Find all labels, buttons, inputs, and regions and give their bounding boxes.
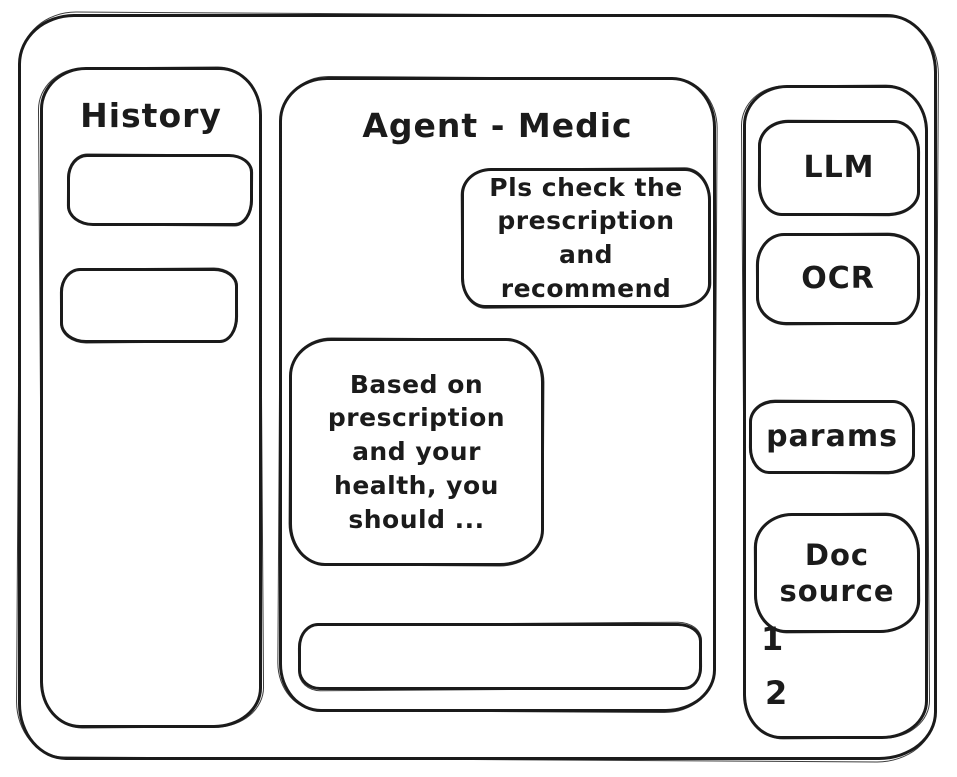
history-panel: History (40, 67, 262, 728)
params-button[interactable]: params (749, 400, 915, 474)
history-item[interactable] (60, 268, 238, 343)
ocr-button[interactable]: OCR (756, 233, 920, 325)
llm-button[interactable]: LLM (758, 120, 920, 216)
user-message-text: Pls check the prescription and recommend (489, 172, 683, 303)
app-frame: History Agent - Medic Pls check the pres… (18, 14, 937, 760)
history-title: History (80, 96, 222, 135)
history-item[interactable] (67, 154, 253, 226)
user-message-bubble: Pls check the prescription and recommend (461, 168, 711, 308)
agent-message-text: Based on prescription and your health, y… (327, 369, 506, 534)
chat-panel: Agent - Medic Pls check the prescription… (279, 77, 716, 712)
agent-message-bubble: Based on prescription and your health, y… (289, 338, 544, 566)
doc-source-item-2[interactable]: 2 (765, 674, 788, 712)
doc-source-item-1[interactable]: 1 (761, 620, 784, 658)
tools-panel: LLM OCR params Doc source 1 2 (743, 85, 928, 739)
doc-source-button[interactable]: Doc source (754, 513, 920, 633)
chat-title: Agent - Medic (362, 106, 633, 145)
message-input[interactable] (301, 626, 699, 687)
message-input-bar[interactable] (298, 623, 702, 690)
